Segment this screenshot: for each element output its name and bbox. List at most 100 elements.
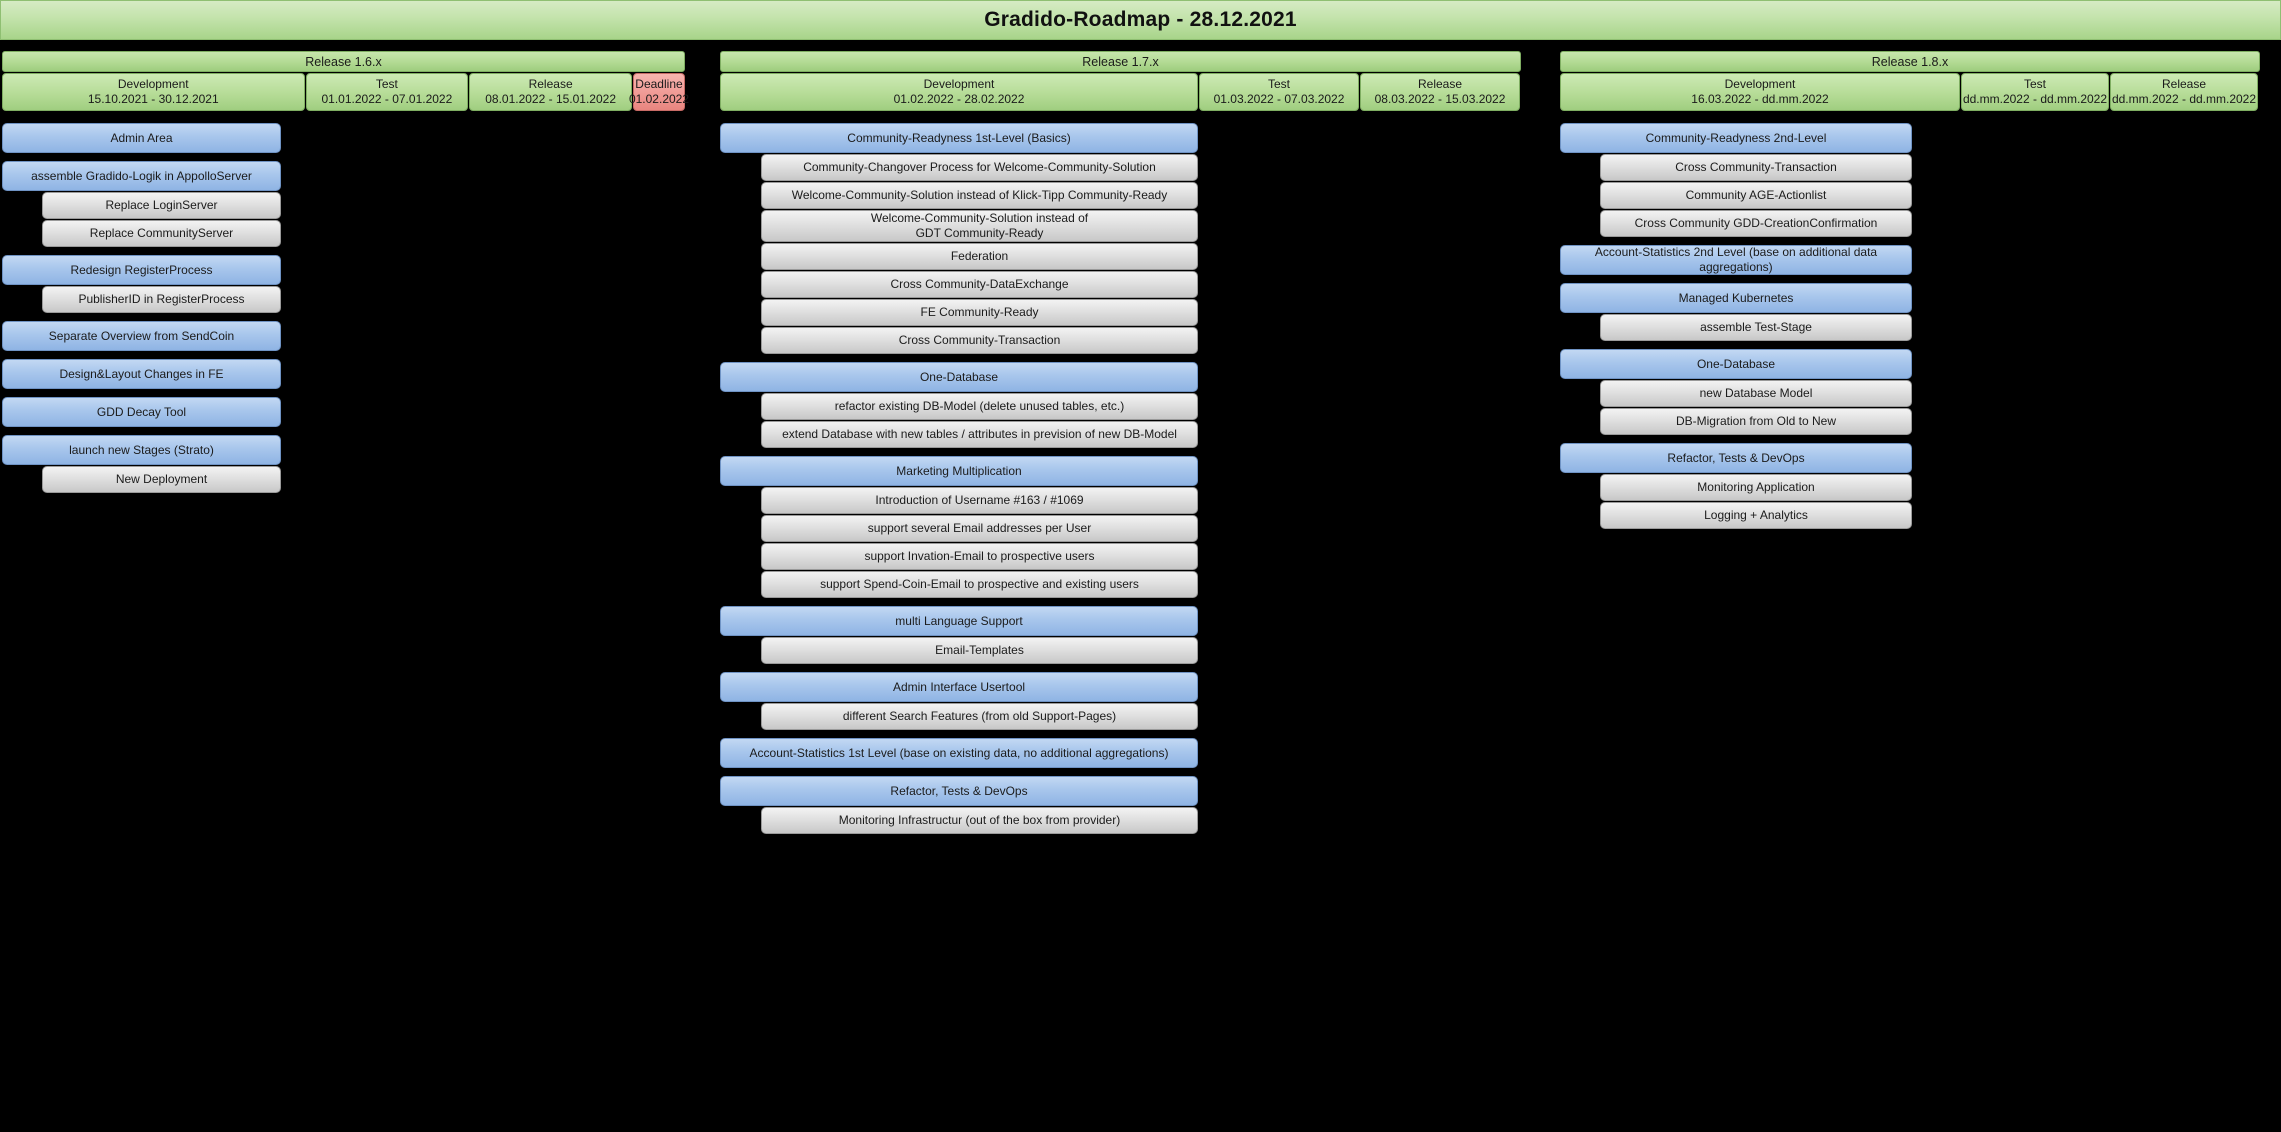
task-box-parent[interactable]: Community-Readyness 2nd-Level [1560, 123, 1912, 153]
task-box-child[interactable]: Community AGE-Actionlist [1600, 182, 1912, 209]
task-box-child[interactable]: Welcome-Community-Solution instead of GD… [761, 210, 1198, 242]
task-label: multi Language Support [895, 613, 1023, 628]
phase-name: Release [2161, 77, 2207, 91]
task-box-child[interactable]: different Search Features (from old Supp… [761, 703, 1198, 730]
task-label: Monitoring Infrastructur (out of the box… [838, 813, 1121, 827]
phase-dates: 01.01.2022 - 07.01.2022 [321, 92, 453, 106]
task-box-parent[interactable]: Admin Area [2, 123, 281, 153]
phase-name: Test [1267, 77, 1290, 91]
task-box-child[interactable]: Cross Community-Transaction [1600, 154, 1912, 181]
task-label: GDD Decay Tool [96, 404, 187, 419]
task-box-parent[interactable]: Refactor, Tests & DevOps [1560, 443, 1912, 473]
task-box-parent[interactable]: Account-Statistics 2nd Level (base on ad… [1560, 245, 1912, 275]
task-box-parent[interactable]: multi Language Support [720, 606, 1198, 636]
task-box-parent[interactable]: Marketing Multiplication [720, 456, 1198, 486]
roadmap-title-bar: Gradido-Roadmap - 28.12.2021 [0, 0, 2281, 40]
task-label: One-Database [1696, 356, 1776, 371]
task-box-child[interactable]: New Deployment [42, 466, 281, 493]
task-box-child[interactable]: assemble Test-Stage [1600, 314, 1912, 341]
task-box-parent[interactable]: Design&Layout Changes in FE [2, 359, 281, 389]
task-label: Welcome-Community-Solution instead of Kl… [791, 188, 1168, 202]
task-label: Cross Community-Transaction [1675, 160, 1837, 174]
task-box-parent[interactable]: One-Database [720, 362, 1198, 392]
task-box-parent[interactable]: Account-Statistics 1st Level (base on ex… [720, 738, 1198, 768]
task-label: DB-Migration from Old to New [1675, 414, 1837, 428]
task-box-child[interactable]: Community-Changover Process for Welcome-… [761, 154, 1198, 181]
task-box-parent[interactable]: Refactor, Tests & DevOps [720, 776, 1198, 806]
task-box-parent[interactable]: assemble Gradido-Logik in AppolloServer [2, 161, 281, 191]
task-box-child[interactable]: support Invation-Email to prospective us… [761, 543, 1198, 570]
task-box-child[interactable]: extend Database with new tables / attrib… [761, 421, 1198, 448]
task-box-child[interactable]: DB-Migration from Old to New [1600, 408, 1912, 435]
task-box-child[interactable]: Monitoring Infrastructur (out of the box… [761, 807, 1198, 834]
phase-name: Development [923, 77, 995, 91]
task-box-child[interactable]: Replace LoginServer [42, 192, 281, 219]
task-box-child[interactable]: Federation [761, 243, 1198, 270]
task-box-child[interactable]: Introduction of Username #163 / #1069 [761, 487, 1198, 514]
phase-dates: 01.02.2022 - 28.02.2022 [893, 92, 1025, 106]
phase-name: Development [117, 77, 189, 91]
task-label: New Deployment [115, 472, 208, 486]
task-label: Replace LoginServer [105, 198, 218, 212]
task-label: extend Database with new tables / attrib… [782, 427, 1177, 441]
task-box-parent[interactable]: One-Database [1560, 349, 1912, 379]
task-label: Community-Changover Process for Welcome-… [803, 160, 1156, 174]
task-label: Cross Community-Transaction [898, 333, 1061, 347]
task-box-child[interactable]: Email-Templates [761, 637, 1198, 664]
task-label: Marketing Multiplication [896, 463, 1022, 478]
task-box-child[interactable]: Cross Community GDD-CreationConfirmation [1600, 210, 1912, 237]
phase-name: Release [528, 77, 573, 91]
task-box-parent[interactable]: GDD Decay Tool [2, 397, 281, 427]
phase-name: Development [1724, 77, 1796, 91]
release-title-3: Release 1.8.x [1560, 51, 2260, 72]
phase-dates: 15.10.2021 - 30.12.2021 [87, 92, 219, 106]
task-box-child[interactable]: refactor existing DB-Model (delete unuse… [761, 393, 1198, 420]
task-box-child[interactable]: Cross Community-Transaction [761, 327, 1198, 354]
task-box-child[interactable]: Replace CommunityServer [42, 220, 281, 247]
task-box-parent[interactable]: Admin Interface Usertool [720, 672, 1198, 702]
task-label: Cross Community-DataExchange [890, 277, 1069, 291]
task-box-child[interactable]: FE Community-Ready [761, 299, 1198, 326]
task-label: Welcome-Community-Solution instead of GD… [870, 211, 1089, 240]
task-box-parent[interactable]: Community-Readyness 1st-Level (Basics) [720, 123, 1198, 153]
task-label: support Invation-Email to prospective us… [864, 549, 1095, 563]
task-label: Community AGE-Actionlist [1685, 188, 1827, 202]
task-list: Community-Readyness 1st-Level (Basics) Co… [720, 123, 1521, 834]
task-box-child[interactable]: Logging + Analytics [1600, 502, 1912, 529]
task-box-parent[interactable]: Managed Kubernetes [1560, 283, 1912, 313]
task-box-child[interactable]: support several Email addresses per User [761, 515, 1198, 542]
task-label: assemble Test-Stage [1700, 320, 1812, 334]
task-box-child[interactable]: PublisherID in RegisterProcess [42, 286, 281, 313]
task-list: Admin Area assemble Gradido-Logik in Appo… [2, 123, 685, 493]
task-label: support several Email addresses per User [867, 521, 1092, 535]
task-box-child[interactable]: Cross Community-DataExchange [761, 271, 1198, 298]
task-label: support Spend-Coin-Email to prospective … [820, 577, 1139, 591]
phase-dates: 01.02.2022 [628, 92, 690, 106]
phase-dates: 01.03.2022 - 07.03.2022 [1213, 92, 1345, 106]
task-box-child[interactable]: new Database Model [1600, 380, 1912, 407]
task-box-child[interactable]: Monitoring Application [1600, 474, 1912, 501]
task-label: Refactor, Tests & DevOps [1667, 450, 1805, 465]
task-box-child[interactable]: Welcome-Community-Solution instead of Kl… [761, 182, 1198, 209]
task-box-parent[interactable]: Redesign RegisterProcess [2, 255, 281, 285]
task-box-parent[interactable]: Separate Overview from SendCoin [2, 321, 281, 351]
task-label: Redesign RegisterProcess [70, 262, 213, 277]
task-box-parent[interactable]: launch new Stages (Strato) [2, 435, 281, 465]
task-label: Replace CommunityServer [89, 226, 234, 240]
task-label: Separate Overview from SendCoin [48, 328, 235, 343]
task-box-child[interactable]: support Spend-Coin-Email to prospective … [761, 571, 1198, 598]
phase-name: Test [2023, 77, 2046, 91]
task-label: One-Database [919, 369, 999, 384]
